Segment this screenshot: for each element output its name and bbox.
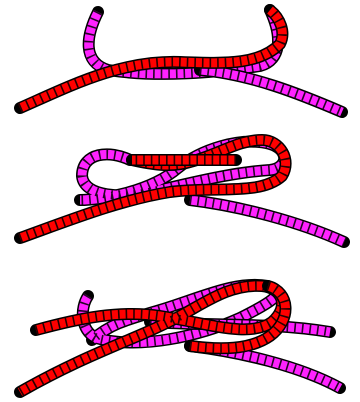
rope-strand bbox=[20, 10, 282, 108]
knot-step-2 bbox=[20, 140, 344, 242]
red-rope bbox=[20, 10, 282, 108]
knot-step-3 bbox=[20, 285, 340, 392]
knot-step-1 bbox=[20, 10, 342, 112]
